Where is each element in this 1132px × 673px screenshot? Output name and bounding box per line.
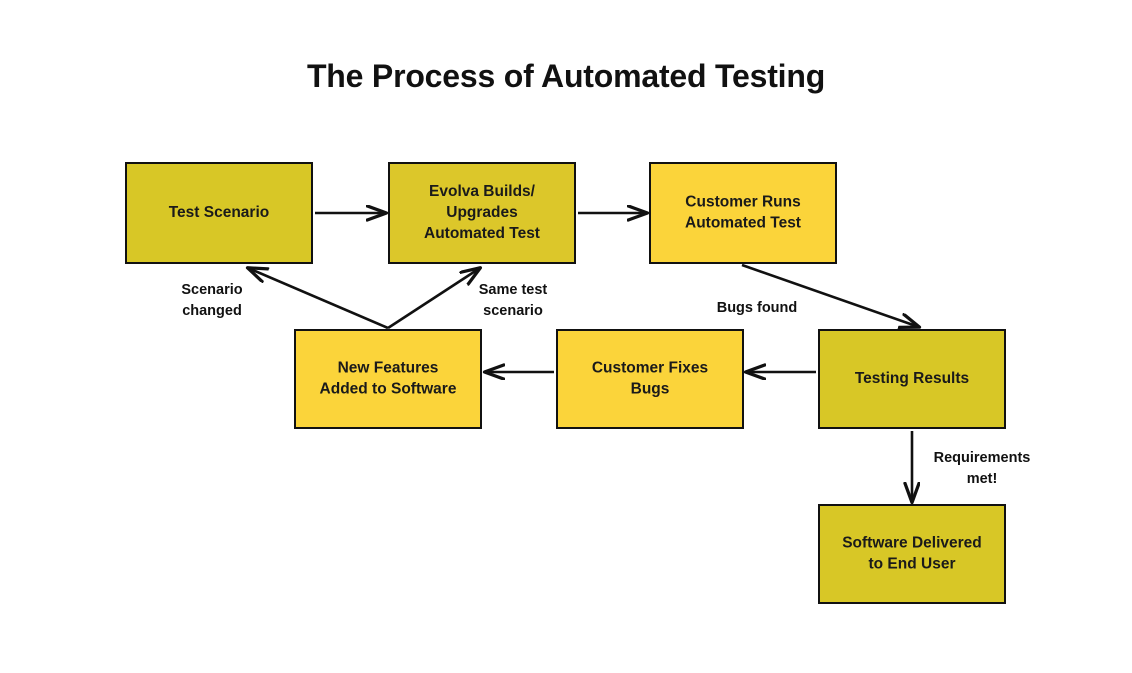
node-box-customer-runs[interactable] — [649, 162, 837, 264]
node-testing-results[interactable]: Testing Results — [818, 329, 1006, 429]
flow-arrow-new-features-to-evolva-builds — [387, 268, 480, 330]
node-box-testing-results[interactable] — [818, 329, 1006, 429]
node-box-new-features[interactable] — [294, 329, 482, 429]
node-test-scenario[interactable]: Test Scenario — [125, 162, 313, 264]
node-box-evolva-builds[interactable] — [388, 162, 576, 264]
page-title: The Process of Automated Testing — [306, 58, 826, 94]
edge-label-e3: Bugs found — [717, 300, 798, 316]
flow-arrow-customer-runs-to-testing-results — [741, 263, 919, 327]
node-box-customer-fixes-bugs[interactable] — [556, 329, 744, 429]
node-box-test-scenario[interactable] — [125, 162, 313, 264]
node-label-testing-results: Testing Results — [855, 370, 969, 387]
node-box-software-delivered[interactable] — [818, 504, 1006, 604]
node-label-test-scenario: Test Scenario — [169, 204, 270, 221]
flow-arrow-new-features-to-test-scenario — [248, 268, 389, 330]
edges-layer — [248, 213, 919, 502]
